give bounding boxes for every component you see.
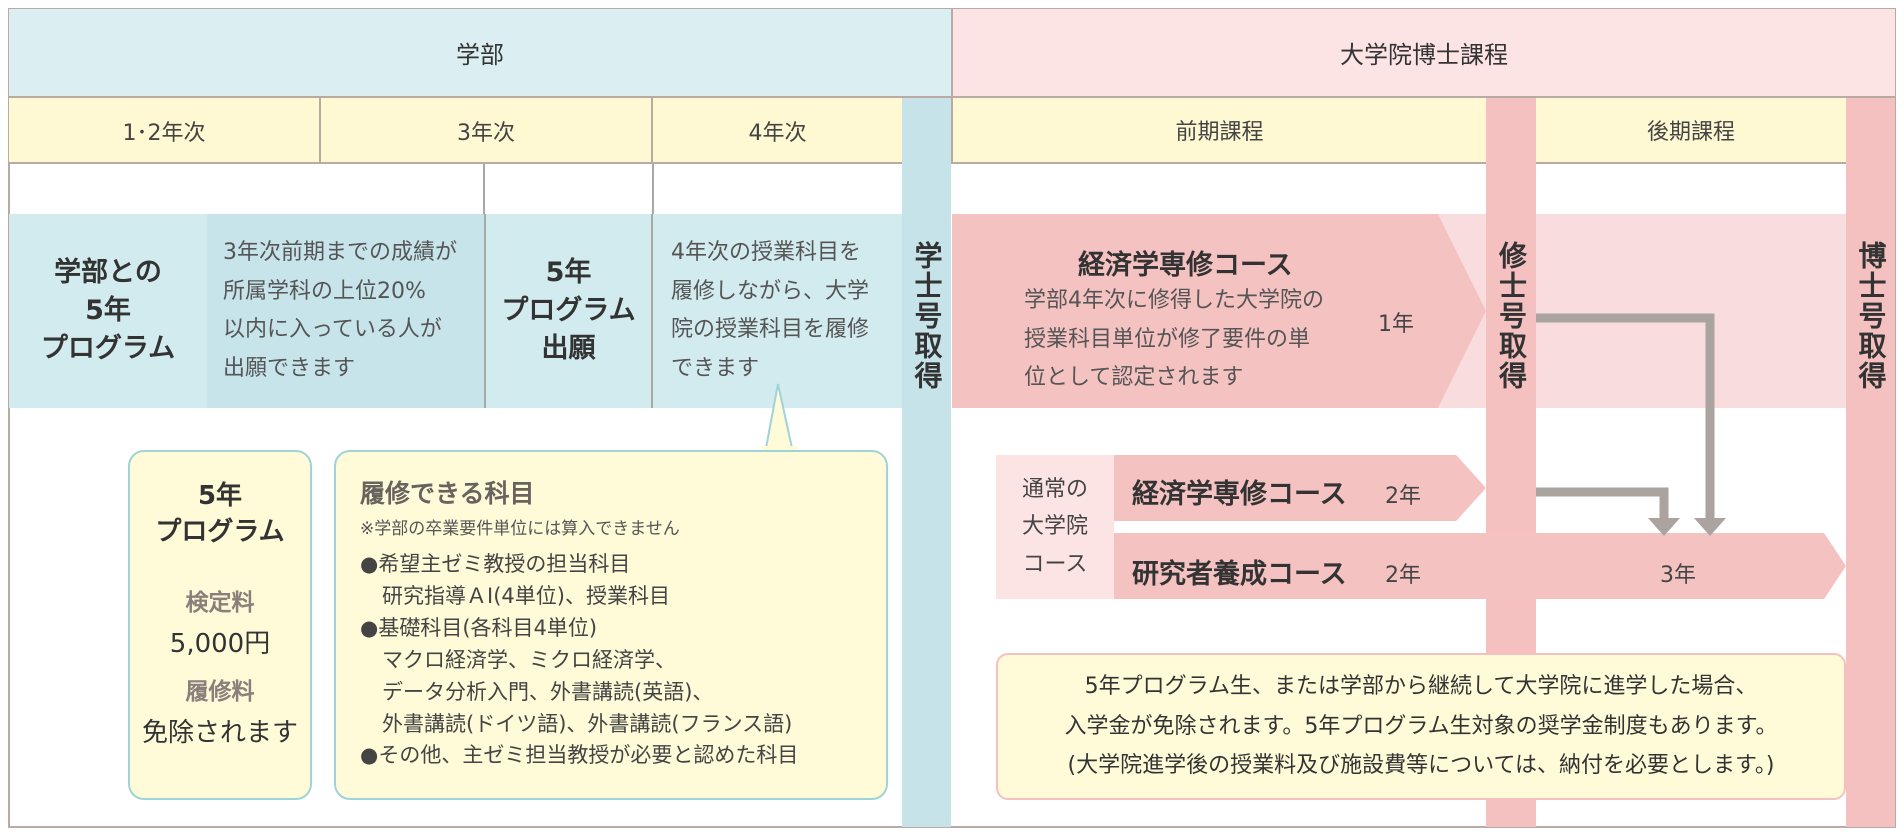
regular-course-label: 通常の大学院コース: [996, 455, 1114, 599]
program-info-box: 5年 プログラム 検定料 5,000円 履修料 免除されます: [128, 450, 312, 800]
regular-course2-arrow: [1114, 533, 1846, 599]
connector-arrow-fast: [1536, 313, 1715, 522]
program-box-title-line: プログラム: [155, 517, 285, 548]
course-item-detail: 外書講読(ドイツ語)、外書講読(フランス語): [382, 711, 793, 736]
connector-arrow-regular: [1536, 487, 1669, 522]
doctor-degree: 博士号取得: [1854, 241, 1888, 391]
bachelor-degree: 学士号取得: [910, 241, 944, 391]
regular-course2-later-duration: 3年: [1660, 563, 1696, 588]
second-term: 後期課程: [1536, 98, 1846, 164]
courses-note: ※学部の卒業要件単位には算入できません: [360, 519, 680, 539]
year4-text: 4年次の授業科目を履修しながら、大学院の授業科目を履修できます: [653, 214, 902, 408]
year-4: 4年次: [748, 121, 807, 146]
year-1-2: 1･2年次: [9, 98, 321, 164]
fast-course-title: 経済学専修コース: [1078, 250, 1293, 281]
eligibility-text: 3年次前期までの成績が所属学科の上位20%以内に入っている人が出願できます: [207, 214, 484, 408]
divider: [483, 164, 485, 216]
regular-course1-duration: 2年: [1385, 484, 1421, 509]
year-band-undergrad: [9, 98, 902, 164]
fast-course-duration: 1年: [1378, 312, 1414, 337]
notice-box: 5年プログラム生、または学部から継続して大学院に進学した場合、 入学金が免除され…: [996, 653, 1846, 800]
arrowhead-down-icon: [1694, 518, 1726, 536]
notice-line: (大学院進学後の授業料及び施設費等については、納付を必要とします。): [1067, 753, 1775, 779]
bachelor-pillar: [902, 98, 951, 827]
notice-line: 5年プログラム生、または学部から継続して大学院に進学した場合、: [1084, 674, 1758, 700]
course-item: ●希望主ゼミ教授の担当科目: [360, 552, 631, 576]
fast-course-arrow: [952, 214, 1486, 408]
program-box-title-line: 5年: [197, 481, 243, 511]
course-item: ●基礎科目(各科目4単位): [360, 615, 598, 640]
master-degree: 修士号取得: [1495, 241, 1528, 391]
header-undergrad: 学部: [9, 9, 951, 98]
course-item-detail: データ分析入門、外書講読(英語)、: [382, 679, 714, 704]
regular-course1-arrow: [1114, 455, 1486, 521]
divider: [652, 164, 654, 216]
courses-info-box: 履修できる科目 ※学部の卒業要件単位には算入できません ●希望主ゼミ教授の担当科…: [334, 450, 888, 800]
arrowhead-down-icon: [1648, 518, 1680, 536]
course-item-detail: 研究指導ＡⅠ(4単位)、授業科目: [382, 583, 670, 608]
fee2-value: 免除されます: [141, 717, 298, 748]
doctor-pillar: [1846, 98, 1895, 827]
course-item: ●その他、主ゼミ担当教授が必要と認めた科目: [360, 743, 799, 768]
regular-course1-title: 経済学専修コース: [1132, 479, 1347, 510]
fee2-label: 履修料: [185, 678, 255, 705]
notice-line: 入学金が免除されます。5年プログラム生対象の奨学金制度もあります。: [1064, 713, 1778, 739]
fast-course-desc: 学部4年次に修得した大学院の授業科目単位が修了要件の単位として認定されます: [1024, 288, 1324, 390]
header-doctoral: 大学院博士課程: [951, 9, 1895, 98]
course-item-detail: マクロ経済学、ミクロ経済学、: [382, 647, 676, 672]
first-term: 前期課程: [951, 98, 1486, 164]
regular-course2-duration: 2年: [1385, 563, 1421, 588]
courses-title: 履修できる科目: [360, 479, 535, 508]
fee1-value: 5,000円: [169, 628, 271, 659]
connector-arrows: [1536, 313, 1726, 536]
callout-tail-cover: [762, 446, 798, 452]
year-3: 3年次: [321, 98, 653, 164]
fee1-label: 検定料: [185, 589, 255, 616]
regular-course2-title: 研究者養成コース: [1132, 559, 1347, 590]
program-apply: 5年プログラム出願: [484, 214, 653, 408]
callout-pointer: [762, 383, 798, 452]
callout-tail: [764, 383, 794, 449]
